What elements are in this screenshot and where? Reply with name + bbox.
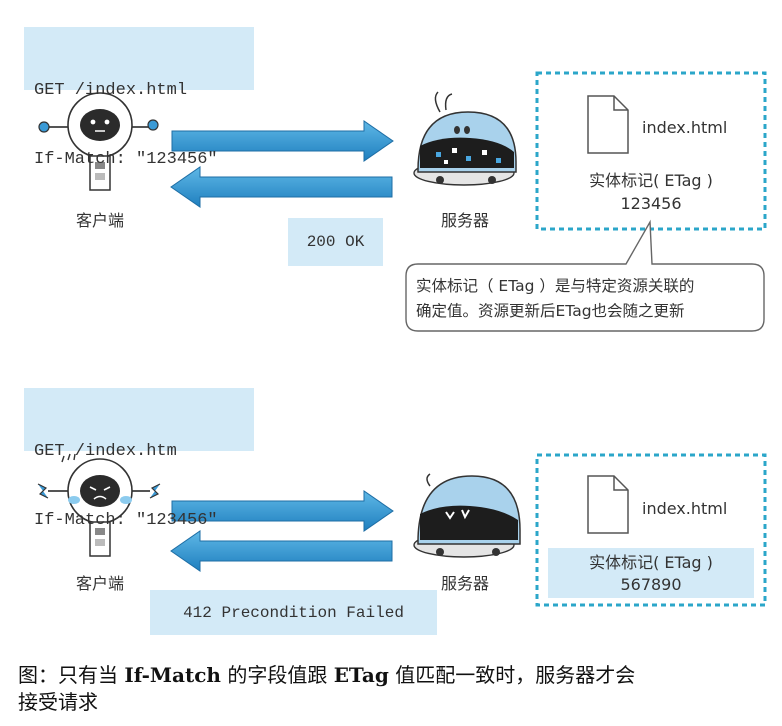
callout-bubble	[405, 219, 765, 332]
client-robot-icon	[38, 92, 159, 191]
etag-label-bottom: 实体标记( ETag )	[589, 553, 713, 572]
client-label-bottom: 客户端	[75, 574, 124, 593]
request-arrow-top	[171, 120, 394, 162]
caption-middle: 的字段值跟	[220, 663, 334, 687]
caption-line-1: 图：只有当 If-Match 的字段值跟 ETag 值匹配一致时，服务器才会	[18, 662, 778, 689]
file-name-top: index.html	[642, 118, 728, 137]
file-name-bottom: index.html	[642, 499, 728, 518]
server-robot-icon	[413, 91, 517, 186]
request-line-method: GET /index.htm	[34, 442, 177, 461]
request-box-bottom: GET /index.htm If-Match: "123456"	[24, 388, 254, 530]
server-label-bottom: 服务器	[440, 574, 489, 593]
client-robot-distressed-icon	[37, 453, 161, 557]
request-box-top: GET /index.html If-Match: "123456"	[24, 27, 254, 169]
server-label-top: 服务器	[440, 211, 489, 230]
request-line-if-match: If-Match: "123456"	[34, 150, 218, 169]
response-arrow-top	[170, 166, 393, 208]
caption-prefix: 图：只有当	[18, 663, 125, 687]
response-box-bottom: 412 Precondition Failed	[150, 590, 437, 635]
etag-label-top: 实体标记( ETag )	[589, 171, 713, 190]
callout-line-2: 确定值。资源更新后ETag也会随之更新	[416, 302, 685, 320]
server-robot-bottom-icon	[413, 473, 521, 558]
caption-if-match: If-Match	[124, 663, 221, 687]
response-box-top: 200 OK	[288, 218, 383, 266]
request-line-if-match: If-Match: "123456"	[34, 511, 218, 530]
request-arrow-bottom	[171, 490, 394, 532]
etag-value-top: 123456	[620, 194, 682, 213]
etag-highlight-bottom	[548, 548, 754, 598]
client-label-top: 客户端	[75, 211, 124, 230]
caption-suffix: 值匹配一致时，服务器才会	[388, 663, 636, 687]
file-icon-bottom	[587, 475, 629, 534]
figure-caption: 图：只有当 If-Match 的字段值跟 ETag 值匹配一致时，服务器才会 接…	[18, 662, 778, 716]
etag-value-bottom: 567890	[620, 575, 682, 594]
caption-line-2: 接受请求	[18, 690, 98, 714]
response-arrow-bottom	[170, 530, 393, 572]
file-icon-top	[587, 95, 629, 154]
request-line-method: GET /index.html	[34, 81, 188, 100]
callout-line-1: 实体标记（ ETag ）是与特定资源关联的	[416, 277, 695, 295]
caption-etag: ETag	[333, 663, 389, 687]
